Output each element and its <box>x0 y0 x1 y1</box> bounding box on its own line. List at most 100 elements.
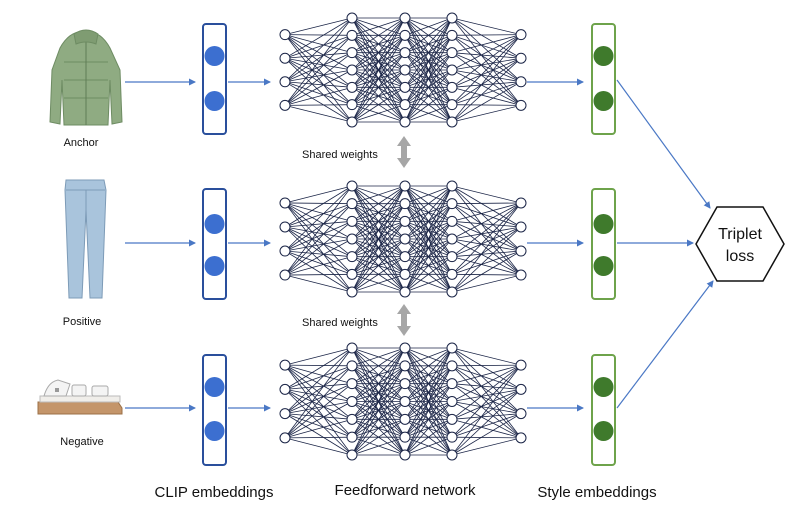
network-node <box>346 431 358 443</box>
network-edge <box>451 383 522 439</box>
network-edge <box>451 185 522 252</box>
network-edge <box>284 104 353 123</box>
network-edge <box>284 220 353 228</box>
network-edge <box>351 104 406 123</box>
network-node <box>279 432 291 444</box>
network-edge <box>451 437 522 456</box>
network-edge <box>284 17 353 83</box>
network-edge <box>404 221 453 293</box>
network-node <box>346 198 358 210</box>
network-edge <box>284 203 353 276</box>
network-edge <box>404 17 453 71</box>
network-edge <box>351 256 406 293</box>
network-node <box>515 52 527 64</box>
network-edge <box>404 17 453 88</box>
network-edge <box>451 220 522 252</box>
negative-row: Negative <box>37 342 616 466</box>
clip-embedding-box <box>202 23 227 135</box>
network-node <box>446 198 458 210</box>
negative-label: Negative <box>60 436 103 448</box>
network-edge <box>404 238 453 293</box>
network-node <box>446 215 458 227</box>
network-edge <box>284 17 353 106</box>
clip-embedding-box <box>202 188 227 300</box>
anchor-label: Anchor <box>64 137 99 149</box>
network-edge <box>451 383 522 390</box>
network-edge <box>451 347 522 439</box>
network-edge <box>451 202 522 205</box>
network-edge <box>451 250 522 275</box>
network-edge <box>451 250 522 293</box>
network-edge <box>284 413 353 420</box>
network-edge <box>451 57 522 123</box>
double-arrow-icon <box>397 304 411 336</box>
network-edge <box>451 81 522 88</box>
positive-label: Positive <box>63 316 102 328</box>
network-edge <box>284 238 353 252</box>
network-edge <box>284 52 353 59</box>
network-edge <box>451 226 522 240</box>
network-node <box>346 286 358 298</box>
network-edge <box>451 238 522 276</box>
network-node <box>399 342 411 354</box>
network-edge <box>284 17 353 36</box>
network-edge <box>451 185 522 228</box>
network-edge <box>404 347 453 456</box>
network-edge <box>451 413 522 420</box>
network-edge <box>451 35 522 106</box>
network-edge <box>451 401 522 439</box>
network-edge <box>451 34 522 71</box>
network-edge <box>351 52 406 123</box>
network-edge <box>451 34 522 123</box>
network-edge <box>451 52 522 59</box>
network-edge <box>284 34 353 71</box>
network-edge <box>284 226 353 275</box>
network-edge <box>404 347 453 420</box>
network-node <box>446 47 458 59</box>
network-node <box>279 221 291 233</box>
network-edge <box>351 17 406 54</box>
network-edge <box>284 34 353 105</box>
network-edge <box>284 389 353 420</box>
network-edge <box>404 383 453 456</box>
network-edge <box>284 401 353 439</box>
network-edge <box>284 347 353 439</box>
network-edge <box>351 221 406 293</box>
network-edge <box>284 57 353 105</box>
network-node <box>346 99 358 111</box>
network-node <box>446 81 458 93</box>
network-node <box>279 359 291 371</box>
network-node <box>346 378 358 390</box>
network-edge <box>451 250 522 258</box>
style-embedding-box <box>591 354 616 466</box>
network-edge <box>351 365 406 456</box>
network-edge <box>284 185 353 252</box>
network-edge <box>404 35 453 123</box>
network-edge <box>351 238 406 293</box>
network-edge <box>404 365 453 456</box>
network-node <box>346 251 358 263</box>
network-edge <box>404 273 453 293</box>
network-edge <box>451 17 522 59</box>
network-node <box>346 64 358 76</box>
network-edge <box>351 17 406 123</box>
network-edge <box>451 202 522 257</box>
network-node <box>279 269 291 281</box>
network-edge <box>451 389 522 438</box>
network-node <box>515 408 527 420</box>
network-edge <box>451 226 522 275</box>
network-edge <box>284 389 353 438</box>
network-node <box>446 180 458 192</box>
network-edge <box>451 57 522 71</box>
sandal-image <box>37 379 123 415</box>
network-edge <box>451 383 522 414</box>
network-edge <box>404 347 453 367</box>
network-edge <box>284 202 353 205</box>
network-node <box>279 99 291 111</box>
network-edge <box>351 347 406 384</box>
network-node <box>399 396 411 407</box>
network-edge <box>284 226 353 258</box>
network-node <box>346 116 358 128</box>
shared-weights-indicator: Shared weights <box>302 136 411 168</box>
shared-weights-label: Shared weights <box>302 149 378 161</box>
